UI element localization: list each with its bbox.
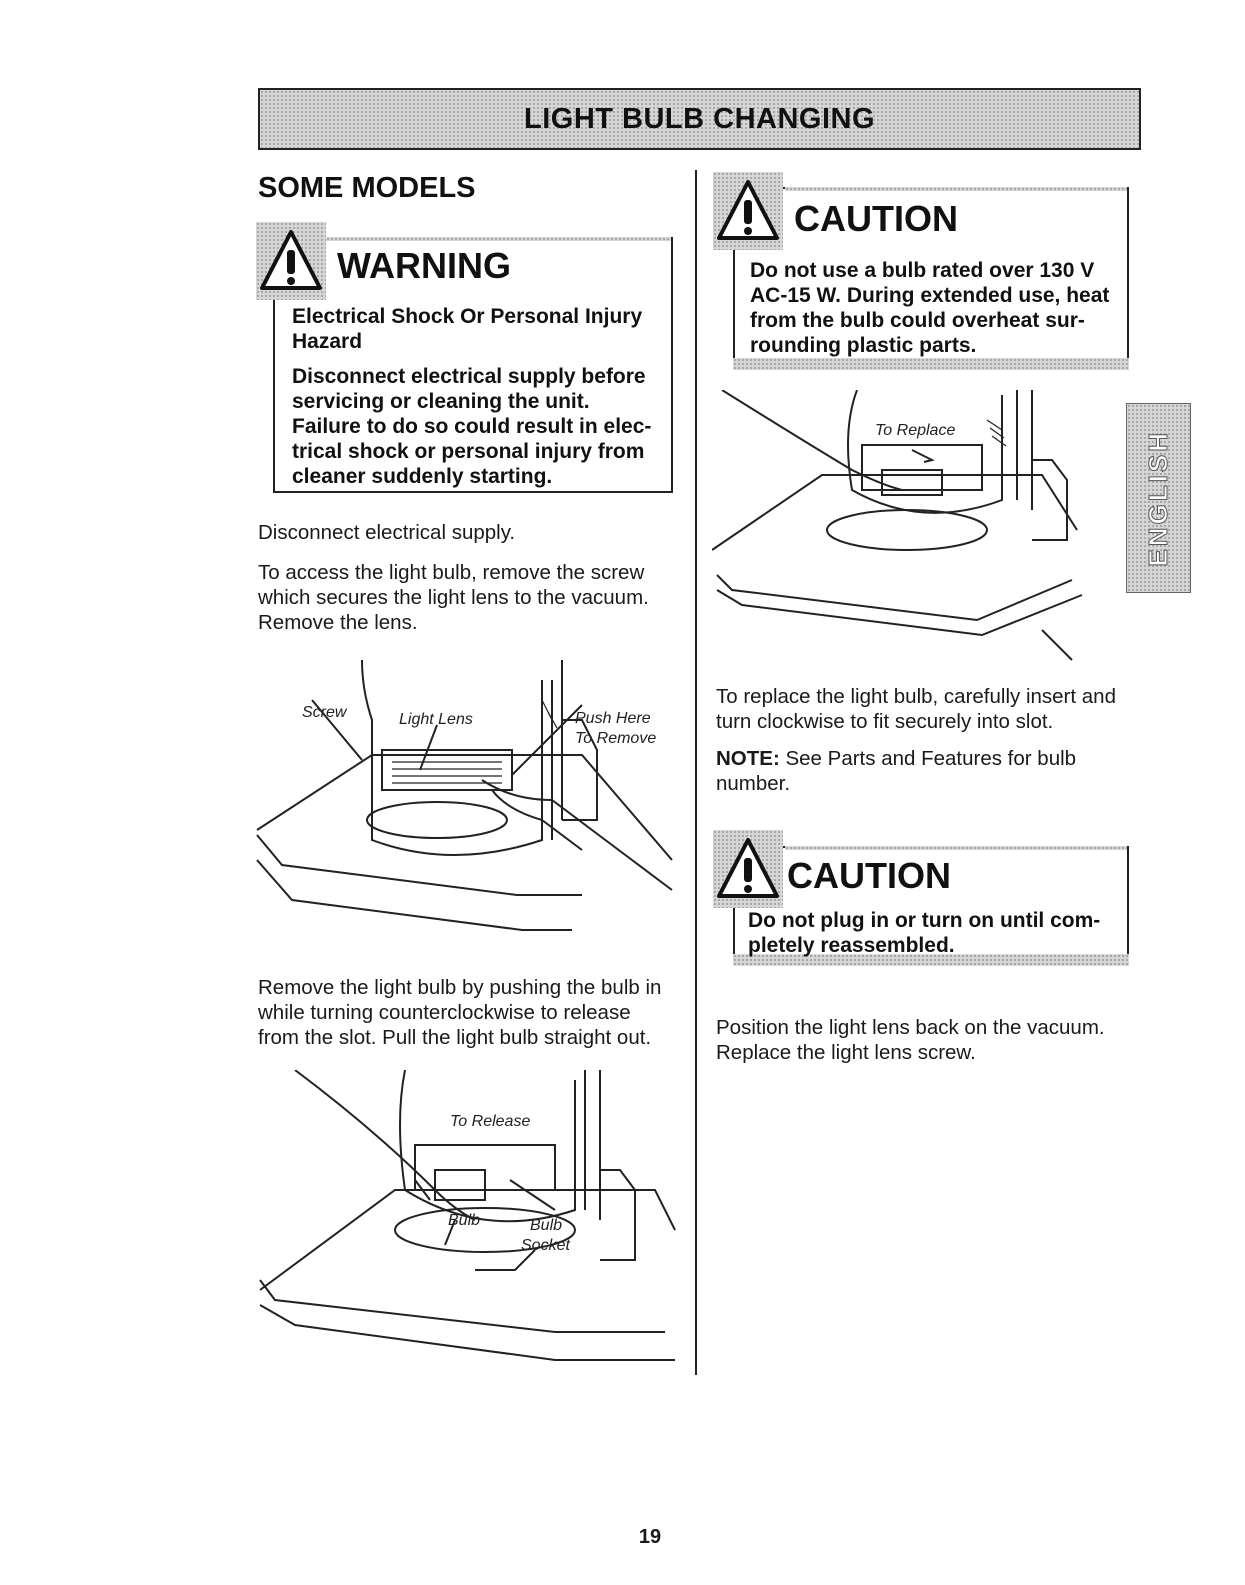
note-text: See Parts and Features for bulb (779, 747, 1077, 770)
caution-line: rounding plastic parts. (750, 334, 977, 357)
caution-line: Do not plug in or turn on until com- (748, 909, 1101, 932)
warning-line: Failure to do so could result in elec- (292, 415, 652, 438)
label-to-release: To Release (450, 1113, 530, 1130)
title-banner: LIGHT BULB CHANGING (258, 88, 1141, 150)
caution-footer-band (733, 358, 1129, 370)
paragraph-note: NOTE: See Parts and Features for bulb nu… (716, 746, 1136, 796)
text-line: Replace the light lens screw. (716, 1041, 976, 1064)
warning-triangle-icon (256, 222, 326, 300)
caution-footer-band (733, 954, 1129, 966)
label-screw: Screw (302, 704, 348, 721)
warning-line: Hazard (292, 330, 363, 353)
warning-line: cleaner suddenly starting. (292, 465, 553, 488)
warning-triangle-icon (713, 172, 783, 250)
caution-header-rule (785, 846, 1127, 850)
text-line: turn clockwise to fit securely into slot… (716, 710, 1054, 733)
warning-line: servicing or cleaning the unit. (292, 390, 590, 413)
text-line: Remove the lens. (258, 611, 418, 634)
paragraph-reposition-lens: Position the light lens back on the vacu… (716, 1015, 1136, 1065)
text-line: from the slot. Pull the light bulb strai… (258, 1026, 652, 1049)
section-heading: SOME MODELS (258, 172, 476, 204)
warning-line: trical shock or personal injury from (292, 440, 645, 463)
caution-header-rule (785, 187, 1127, 191)
text-line: Remove the light bulb by pushing the bul… (258, 976, 662, 999)
warning-line: Disconnect electrical supply before (292, 365, 646, 388)
text-line: which secures the light lens to the vacu… (258, 586, 649, 609)
language-tab-label: ENGLISH (1143, 429, 1174, 567)
warning-text: Electrical Shock Or Personal Injury Haza… (292, 304, 667, 489)
label-push-here: Push Here (575, 710, 651, 727)
label-to-remove: To Remove (575, 730, 656, 747)
figure-replace-bulb: To Replace (712, 390, 1083, 661)
caution-text-2: Do not plug in or turn on until com- ple… (748, 908, 1123, 958)
caution-line: AC-15 W. During extended use, heat (750, 284, 1110, 307)
paragraph-replace-bulb: To replace the light bulb, carefully ins… (716, 684, 1136, 734)
caution-line: Do not use a bulb rated over 130 V (750, 259, 1095, 282)
language-tab-english[interactable]: ENGLISH (1126, 403, 1191, 593)
figure-release-bulb: To Release Bulb Bulb Socket (259, 1070, 676, 1361)
paragraph-remove-bulb: Remove the light bulb by pushing the bul… (258, 975, 678, 1050)
caution-line: from the bulb could overheat sur- (750, 309, 1085, 332)
column-divider (695, 170, 697, 1375)
paragraph-disconnect: Disconnect electrical supply. (258, 521, 516, 544)
text-line: while turning counterclockwise to releas… (258, 1001, 631, 1024)
label-bulb: Bulb (448, 1212, 480, 1229)
caution-line: pletely reassembled. (748, 934, 955, 957)
figure-remove-lens: Screw Light Lens Push Here To Remove (256, 660, 673, 931)
page-number: 19 (638, 1526, 662, 1548)
warning-heading: WARNING (337, 245, 511, 286)
label-light-lens: Light Lens (399, 711, 473, 728)
text-line: To access the light bulb, remove the scr… (258, 561, 645, 584)
text-line: To replace the light bulb, carefully ins… (716, 685, 1116, 708)
text-line: Position the light lens back on the vacu… (716, 1016, 1105, 1039)
caution-heading-1: CAUTION (794, 198, 958, 239)
label-bulb-socket-2: Socket (521, 1237, 570, 1254)
warning-triangle-icon (713, 830, 783, 908)
caution-heading-2: CAUTION (787, 855, 951, 896)
page-title: LIGHT BULB CHANGING (523, 102, 876, 135)
label-bulb-socket-1: Bulb (530, 1217, 562, 1234)
caution-text-1: Do not use a bulb rated over 130 V AC-15… (750, 258, 1125, 358)
text-line: number. (716, 772, 791, 795)
paragraph-access: To access the light bulb, remove the scr… (258, 560, 678, 635)
warning-header-rule (326, 237, 671, 241)
warning-line: Electrical Shock Or Personal Injury (292, 305, 643, 328)
label-to-replace: To Replace (875, 422, 955, 439)
note-label: NOTE: (716, 747, 780, 770)
